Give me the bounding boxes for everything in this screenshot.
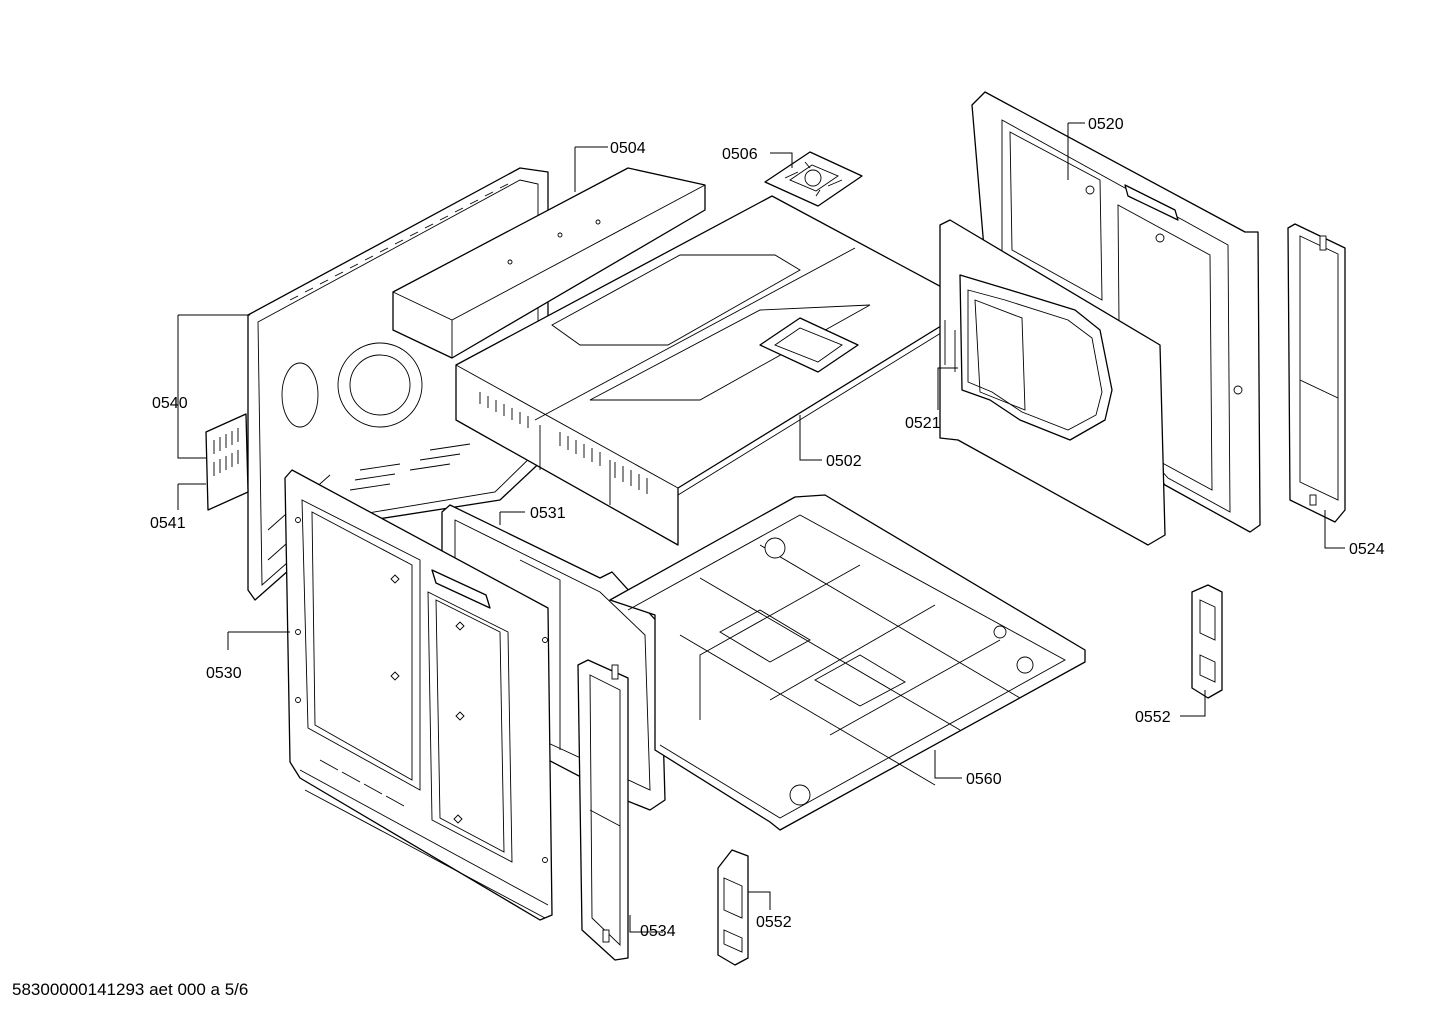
callout-0560: 0560 — [966, 771, 1002, 788]
part-0541-grille-plate — [205, 413, 249, 511]
callout-0540: 0540 — [152, 395, 188, 412]
part-0530-front-frame — [284, 469, 553, 921]
part-0504-cover-channel — [392, 167, 706, 359]
callout-0552-right: 0552 — [1135, 709, 1171, 726]
part-0524-trim-strip — [1287, 223, 1346, 523]
part-0502-top-box — [455, 195, 976, 546]
part-0506-bracket — [764, 151, 863, 207]
part-0552-bottom-bracket — [717, 849, 749, 966]
callout-labels: 0504 0506 0520 0524 0540 0541 0521 0502 … — [150, 116, 1385, 940]
part-0521-side-frame — [939, 219, 1166, 546]
callout-0541: 0541 — [150, 515, 186, 532]
callout-0534: 0534 — [640, 923, 676, 940]
part-0560-bottom-tray — [609, 494, 1086, 831]
callout-0506: 0506 — [722, 146, 758, 163]
callout-0502: 0502 — [826, 453, 862, 470]
callout-0531: 0531 — [530, 505, 566, 522]
callout-0530: 0530 — [206, 665, 242, 682]
document-code: 58300000141293 aet 000 a 5/6 — [12, 980, 249, 999]
leader-lines — [177, 122, 1345, 933]
callout-0504: 0504 — [610, 140, 646, 157]
callout-0552-bottom: 0552 — [756, 914, 792, 931]
callout-0521: 0521 — [905, 415, 941, 432]
part-0552-right-bracket — [1191, 584, 1223, 699]
callout-0524: 0524 — [1349, 541, 1385, 558]
part-0534-vertical-strip — [577, 659, 629, 961]
callout-0520: 0520 — [1088, 116, 1124, 133]
